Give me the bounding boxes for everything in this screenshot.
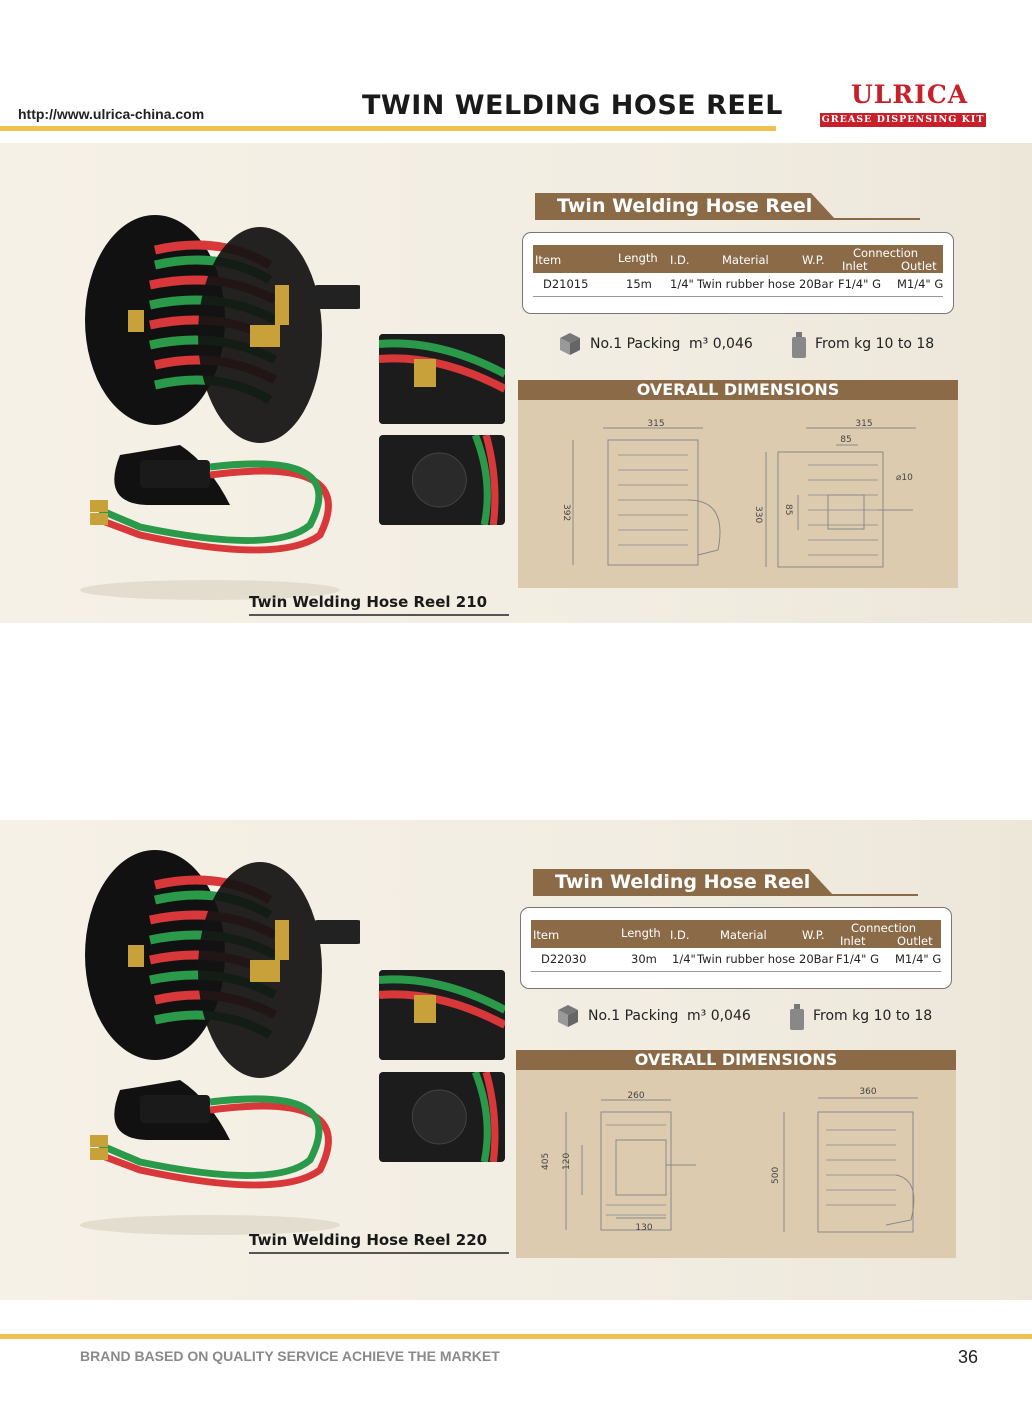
- col-wp: W.P.: [802, 928, 825, 942]
- header-rule: [0, 126, 776, 131]
- dim-front-height: 392: [561, 504, 571, 521]
- spec-title-underline-1: [535, 218, 920, 220]
- dim-side-height2: 85: [783, 504, 793, 515]
- packing-label: No.1 Packing: [590, 336, 681, 352]
- spec-title-tab-1: Twin Welding Hose Reel: [535, 193, 835, 219]
- detail-photo-inlet-1: [379, 334, 505, 424]
- spec-title-tab-2: Twin Welding Hose Reel: [533, 869, 833, 895]
- product-caption-1: Twin Welding Hose Reel 210: [249, 593, 509, 616]
- table-row-divider: [533, 296, 943, 297]
- col-item: Item: [535, 253, 562, 267]
- packing-volume: m³ 0,046: [687, 1008, 751, 1024]
- box-icon: [558, 1005, 578, 1027]
- dim-side-width: 360: [859, 1087, 876, 1097]
- brand-logo-tagline: GREASE DISPENSING KIT: [820, 113, 986, 127]
- col-wp: W.P.: [802, 253, 825, 267]
- weight-range: From kg 10 to 18: [815, 336, 935, 352]
- cell-id: 1/4": [672, 952, 696, 966]
- dim-hole: ⌀10: [896, 473, 913, 483]
- dim-front-base: 130: [635, 1223, 652, 1233]
- cell-wp: 20Bar: [799, 952, 834, 966]
- cell-material: Twin rubber hose: [697, 277, 796, 291]
- col-item: Item: [533, 928, 560, 942]
- table-row: D22030 30m 1/4" Twin rubber hose 20Bar F…: [531, 952, 941, 970]
- cell-item: D21015: [543, 277, 589, 291]
- dim-front-width: 260: [627, 1091, 644, 1101]
- product-caption-2: Twin Welding Hose Reel 220: [249, 1231, 509, 1254]
- col-length: Length: [621, 926, 661, 940]
- spec-table-header: Item Length I.D. Material W.P. Connectio…: [533, 245, 943, 273]
- table-row: D21015 15m 1/4" Twin rubber hose 20Bar F…: [533, 277, 943, 295]
- cell-item: D22030: [541, 952, 587, 966]
- detail-photo-axle-2: [379, 1072, 505, 1162]
- col-length: Length: [618, 251, 658, 265]
- dim-front-width: 315: [647, 419, 664, 429]
- col-inlet: Inlet: [840, 934, 866, 948]
- detail-photo-axle-1: [379, 435, 505, 525]
- col-material: Material: [722, 253, 769, 267]
- cell-length: 30m: [631, 952, 657, 966]
- dimensions-heading-2: OVERALL DIMENSIONS: [516, 1050, 956, 1070]
- spec-title-underline-2: [533, 894, 918, 896]
- col-inlet: Inlet: [842, 259, 868, 273]
- dim-front-inner: 120: [562, 1153, 572, 1170]
- dim-side-inner: 85: [840, 435, 851, 445]
- col-id: I.D.: [670, 928, 690, 942]
- detail-photo-inlet-2: [379, 970, 505, 1060]
- packing-volume: m³ 0,046: [689, 336, 753, 352]
- dim-side-width: 315: [855, 419, 872, 429]
- col-outlet: Outlet: [897, 934, 933, 948]
- cell-outlet: M1/4" G: [895, 952, 942, 966]
- box-icon: [560, 333, 580, 355]
- brand-logo-name: ULRICA: [851, 80, 969, 109]
- cell-length: 15m: [626, 277, 652, 291]
- cell-material: Twin rubber hose: [697, 952, 796, 966]
- hose-reel-photo-2: [80, 850, 360, 1235]
- col-connection: Connection: [853, 246, 919, 260]
- cell-wp: 20Bar: [799, 277, 834, 291]
- dimensions-drawing-1: 315 392 315 85 330 85 ⌀10: [518, 400, 958, 588]
- spec-table-1: Item Length I.D. Material W.P. Connectio…: [522, 232, 954, 314]
- page-title: TWIN WELDING HOSE REEL: [362, 90, 784, 121]
- weight-icon: [790, 1004, 804, 1030]
- cell-inlet: F1/4" G: [838, 277, 881, 291]
- cell-id: 1/4": [670, 277, 694, 291]
- weight-icon: [792, 332, 806, 358]
- dimension-diagram-1: 315 392 315 85 330 85 ⌀10: [561, 419, 916, 568]
- col-material: Material: [720, 928, 767, 942]
- dimension-diagram-2: 260 405 120 130 360 500: [541, 1087, 918, 1233]
- dim-side-height: 330: [753, 506, 763, 523]
- dimensions-heading-1: OVERALL DIMENSIONS: [518, 380, 958, 400]
- col-id: I.D.: [670, 253, 690, 267]
- cell-inlet: F1/4" G: [836, 952, 879, 966]
- packing-label: No.1 Packing: [588, 1008, 679, 1024]
- footer-slogan: BRAND BASED ON QUALITY SERVICE ACHIEVE T…: [80, 1348, 500, 1364]
- website-url: http://www.ulrica-china.com: [18, 106, 205, 122]
- dimensions-drawing-2: 260 405 120 130 360 500: [516, 1070, 956, 1258]
- spec-table-header: Item Length I.D. Material W.P. Connectio…: [531, 920, 941, 948]
- hose-reel-photo-1: [80, 215, 360, 600]
- spec-table-2: Item Length I.D. Material W.P. Connectio…: [520, 907, 952, 989]
- weight-range: From kg 10 to 18: [813, 1008, 933, 1024]
- footer-rule: [0, 1334, 1032, 1339]
- cell-outlet: M1/4" G: [897, 277, 944, 291]
- table-row-divider: [531, 971, 941, 972]
- dim-front-height: 405: [541, 1153, 551, 1170]
- page-number: 36: [958, 1347, 979, 1367]
- dim-side-height: 500: [771, 1167, 781, 1184]
- col-connection: Connection: [851, 921, 917, 935]
- col-outlet: Outlet: [901, 259, 937, 273]
